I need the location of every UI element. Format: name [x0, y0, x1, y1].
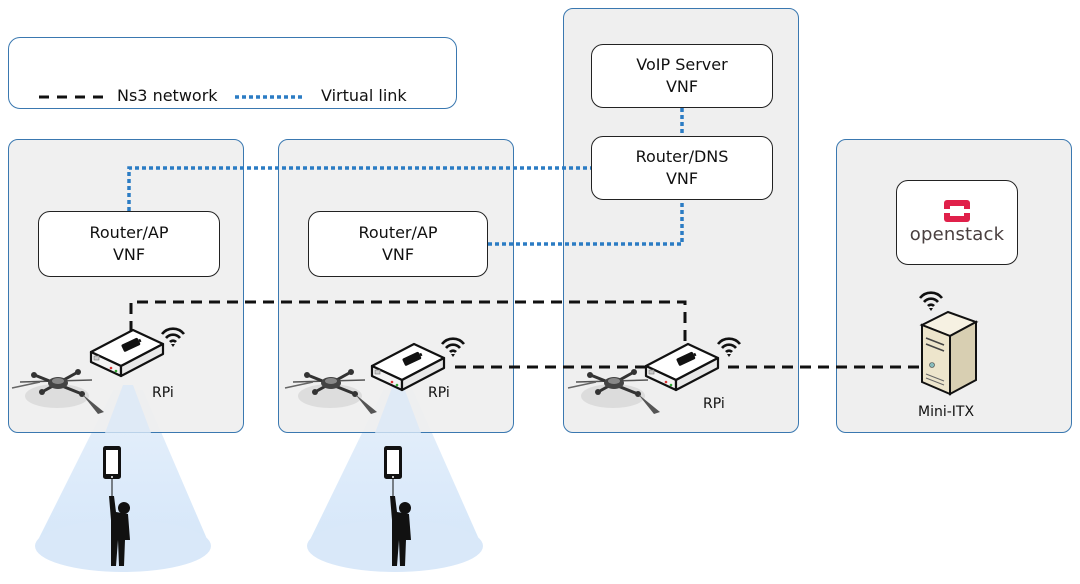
rpi-label-2: RPi [428, 385, 450, 401]
openstack-logo-icon [944, 199, 970, 222]
rpi-device-icon[interactable] [89, 328, 165, 378]
rpi-label-3: RPi [703, 396, 725, 412]
wifi-icon [716, 337, 742, 359]
node-panel-1 [8, 139, 244, 433]
wifi-icon [918, 291, 944, 313]
legend-ns3-label: Ns3 network [117, 86, 218, 105]
vnf-router-dns[interactable]: Router/DNS VNF [591, 136, 773, 200]
vnf-subtitle: VNF [665, 169, 699, 188]
rpi-label-1: RPi [152, 385, 174, 401]
wifi-icon [160, 327, 186, 349]
legend: Ns3 network Virtual link [8, 37, 457, 109]
coverage-inner-1 [105, 385, 151, 433]
rpi-device-icon[interactable] [644, 342, 720, 392]
vnf-voip-server[interactable]: VoIP Server VNF [591, 44, 773, 108]
vnf-title: Router/AP [89, 223, 169, 242]
virtual-link-ap1-dns [127, 166, 591, 211]
vnf-title: VoIP Server [636, 55, 728, 74]
virtual-line-sample [235, 95, 305, 99]
wifi-icon [440, 337, 466, 359]
vnf-title: Router/AP [358, 223, 438, 242]
server-icon[interactable] [919, 310, 979, 396]
drone-icon [10, 367, 106, 416]
vnf-router-ap-2[interactable]: Router/AP VNF [308, 211, 488, 277]
coverage-inner-2 [375, 385, 421, 433]
vnf-subtitle: VNF [381, 245, 415, 264]
vnf-subtitle: VNF [112, 245, 146, 264]
openstack-logo-box: openstack [896, 180, 1018, 265]
ns3-line-sample [39, 95, 109, 99]
vnf-router-ap-1[interactable]: Router/AP VNF [38, 211, 220, 277]
virtual-link-ap2-dns [488, 200, 684, 246]
vnf-subtitle: VNF [665, 77, 699, 96]
mini-itx-label: Mini-ITX [918, 404, 975, 420]
drone-icon [283, 367, 379, 416]
openstack-logo-text: openstack [909, 223, 1005, 245]
vnf-title: Router/DNS [635, 147, 729, 166]
rpi-device-icon[interactable] [370, 342, 446, 392]
ns3-link-rpi1-rpi3 [129, 300, 687, 342]
legend-virtual-label: Virtual link [321, 86, 407, 105]
user-with-phone-icon [384, 446, 411, 566]
user-with-phone-icon [103, 446, 130, 566]
